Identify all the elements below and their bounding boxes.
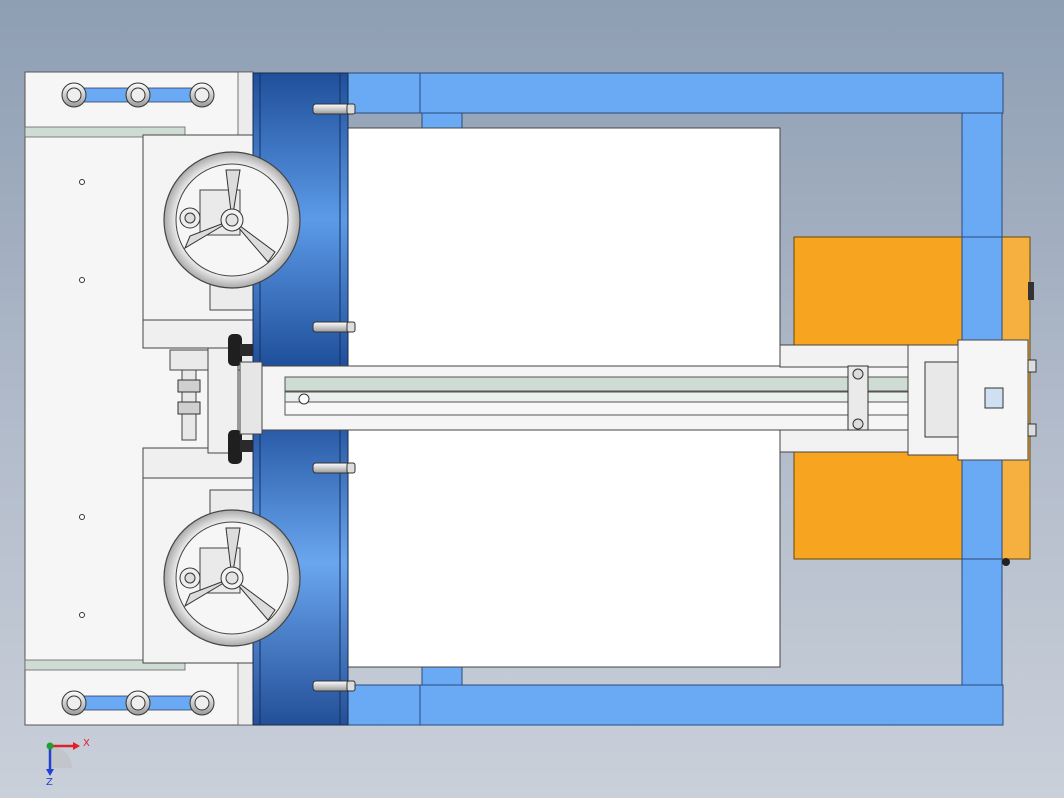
top-adjust-slot xyxy=(61,82,215,108)
y-axis-dot xyxy=(46,742,54,750)
knob-icon xyxy=(228,430,256,464)
bolt-icon xyxy=(125,690,151,716)
bolt-icon xyxy=(61,690,87,716)
bottom-adjust-slot xyxy=(61,690,215,716)
bolt-icon xyxy=(189,690,215,716)
bolt-icon xyxy=(189,82,215,108)
bolt-icon xyxy=(61,82,87,108)
x-axis-label: X xyxy=(83,738,90,749)
knob-icon xyxy=(228,334,256,366)
center-lead-screw xyxy=(169,347,241,454)
handwheel-icon[interactable] xyxy=(163,509,301,647)
bolt-icon xyxy=(125,82,151,108)
linear-slide xyxy=(239,339,1037,461)
z-axis-label: Z xyxy=(46,777,53,788)
orientation-triad[interactable]: X Z xyxy=(46,738,90,788)
ring-pins xyxy=(312,103,356,692)
handwheel-icon[interactable] xyxy=(163,151,301,289)
